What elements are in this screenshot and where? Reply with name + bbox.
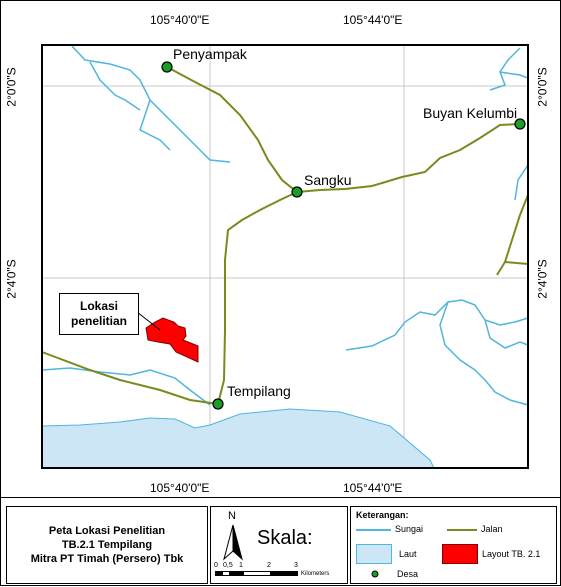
scale-tick-05: 0,5 [223, 562, 233, 569]
roads [41, 66, 529, 405]
scale-tick-2: 2 [267, 562, 271, 569]
top-coord-2: 105°44'0"E [343, 13, 403, 27]
map-title-line1: Peta Lokasi Penelitian [48, 525, 166, 537]
village-buyan-kelumbi [514, 118, 526, 130]
road-swatch [447, 529, 477, 531]
legend-road-label: Jalan [481, 524, 503, 534]
map-background [42, 45, 528, 468]
place-label-tempilang: Tempilang [227, 383, 291, 399]
scale-label: Skala: [257, 527, 313, 549]
map-border [41, 44, 529, 469]
villages [161, 61, 526, 410]
layout-swatch [442, 544, 478, 564]
label-leader [136, 311, 161, 331]
scale-tick-0: 0 [214, 562, 218, 569]
village-tempilang [212, 398, 224, 410]
graticule [42, 45, 528, 468]
scale-bar [215, 571, 298, 576]
bottom-coord-2: 105°44'0"E [343, 481, 403, 495]
legend-river-label: Sungai [395, 524, 424, 534]
place-label-penyampak: Penyampak [173, 46, 247, 62]
rivers [41, 45, 529, 406]
scale-tick-3: 3 [294, 562, 298, 569]
legend-sea-label: Laut [399, 549, 417, 559]
sea-swatch [356, 544, 392, 564]
bottom-coord-1: 105°40'0"E [150, 481, 210, 495]
place-label-sangku: Sangku [304, 172, 352, 188]
north-label: N [228, 510, 236, 522]
legend-village-label: Desa [397, 569, 419, 579]
north-arrow-icon [223, 524, 243, 561]
study-area-label-line2: penelitian [70, 314, 127, 328]
place-label-buyan-kelumbi: Buyan Kelumbi [423, 105, 518, 121]
scale-box: N Skala: 0 0,5 1 2 3 Kilometers [210, 506, 348, 584]
sea-area [41, 408, 435, 469]
top-coord-1: 105°40'0"E [150, 13, 210, 27]
village-sangku [291, 186, 303, 198]
map-title-box: Peta Lokasi Penelitian TB.2.1 Tempilang … [6, 506, 208, 584]
map-title-line2: TB.2.1 Tempilang [61, 539, 153, 551]
scale-unit: Kilometers [301, 571, 330, 577]
legend-layout-label: Layout TB. 2.1 [482, 549, 541, 559]
legend-box: Keterangan: Sungai Jalan Laut Layout TB.… [350, 506, 557, 584]
village-swatch [371, 570, 379, 578]
study-area-label: Lokasi penelitian [59, 293, 139, 335]
map-canvas [41, 44, 529, 469]
village-penyampak [161, 61, 173, 73]
legend-title: Keterangan: [356, 510, 409, 520]
study-area-label-line1: Lokasi [79, 299, 118, 313]
river-swatch [356, 529, 391, 531]
legend-bar: Peta Lokasi Penelitian TB.2.1 Tempilang … [0, 497, 561, 587]
map-title-line3: Mitra PT Timah (Persero) Tbk [30, 553, 184, 565]
scale-tick-1: 1 [239, 562, 243, 569]
